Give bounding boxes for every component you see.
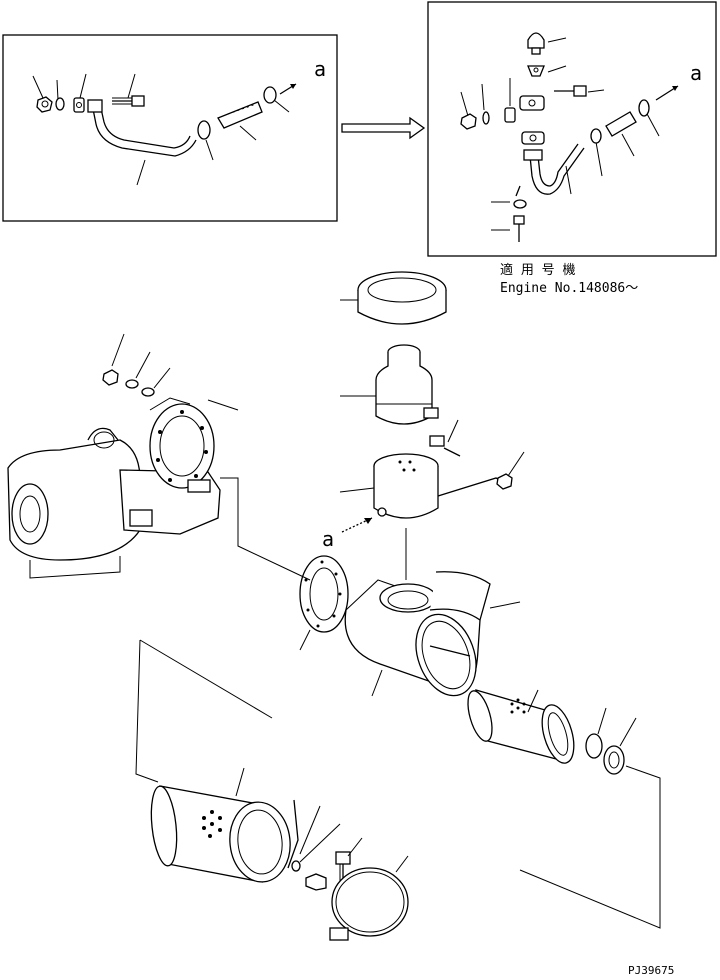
precleaner-cap-icon xyxy=(340,271,447,325)
inset-old-pipe: a xyxy=(2,34,338,222)
ref-letter-a-main: a xyxy=(322,527,334,551)
bolt-icon xyxy=(112,95,145,107)
precleaner-bowl-icon xyxy=(340,344,439,425)
nut-icon xyxy=(36,96,53,113)
gasket-plate-icon xyxy=(521,131,545,145)
nut-icon xyxy=(102,333,125,386)
pipe-icon xyxy=(87,99,197,157)
hose-icon xyxy=(605,111,637,137)
ref-arrow-a xyxy=(279,83,297,95)
washer-icon xyxy=(482,111,490,125)
seal-strip-icon xyxy=(287,799,321,869)
washer-icon xyxy=(513,199,527,209)
ref-letter-a-left: a xyxy=(314,57,326,81)
applicable-serial-label: 適 用 号 機 xyxy=(500,262,575,278)
wing-nut-icon xyxy=(291,823,341,872)
nut-icon xyxy=(460,113,477,130)
outlet-cap-icon xyxy=(339,453,505,519)
seal-washer-icon xyxy=(585,707,607,759)
bolt-icon xyxy=(554,85,587,97)
engine-number-label: Engine No.148086～ xyxy=(500,281,638,296)
turbocharger-icon xyxy=(7,397,221,579)
inset-new-pipe: a xyxy=(427,1,717,257)
clamp-band-icon xyxy=(329,855,409,941)
wing-nut-icon xyxy=(305,873,327,891)
washer-icon xyxy=(55,97,65,111)
bolt-icon xyxy=(429,419,461,457)
hose-icon xyxy=(217,101,263,129)
washer-icon xyxy=(141,367,171,397)
gasket-icon xyxy=(73,97,85,113)
flange-icon xyxy=(519,95,545,111)
nut-icon xyxy=(496,451,525,490)
bolt-icon xyxy=(513,215,525,242)
caution-plate-icon xyxy=(429,571,521,622)
clamp-icon xyxy=(590,99,650,144)
ref-letter-a-right: a xyxy=(690,61,702,85)
clamp-icon xyxy=(197,86,277,140)
gasket-ring-icon xyxy=(299,555,349,651)
wing-nut-icon xyxy=(519,717,661,929)
transition-arrow xyxy=(341,116,426,140)
elbow-fitting-icon xyxy=(527,65,545,77)
outer-element-icon xyxy=(467,689,575,764)
breather-cap-icon xyxy=(527,32,545,55)
ref-arrow-a-main xyxy=(341,517,373,533)
pipe-icon xyxy=(515,143,585,197)
air-cleaner-body-icon xyxy=(344,579,481,697)
washer-icon xyxy=(125,351,151,389)
figure-id: PJ39675 xyxy=(628,964,674,977)
gasket-icon xyxy=(504,107,516,123)
inner-element-icon xyxy=(150,767,291,883)
ref-arrow-a xyxy=(655,85,679,101)
